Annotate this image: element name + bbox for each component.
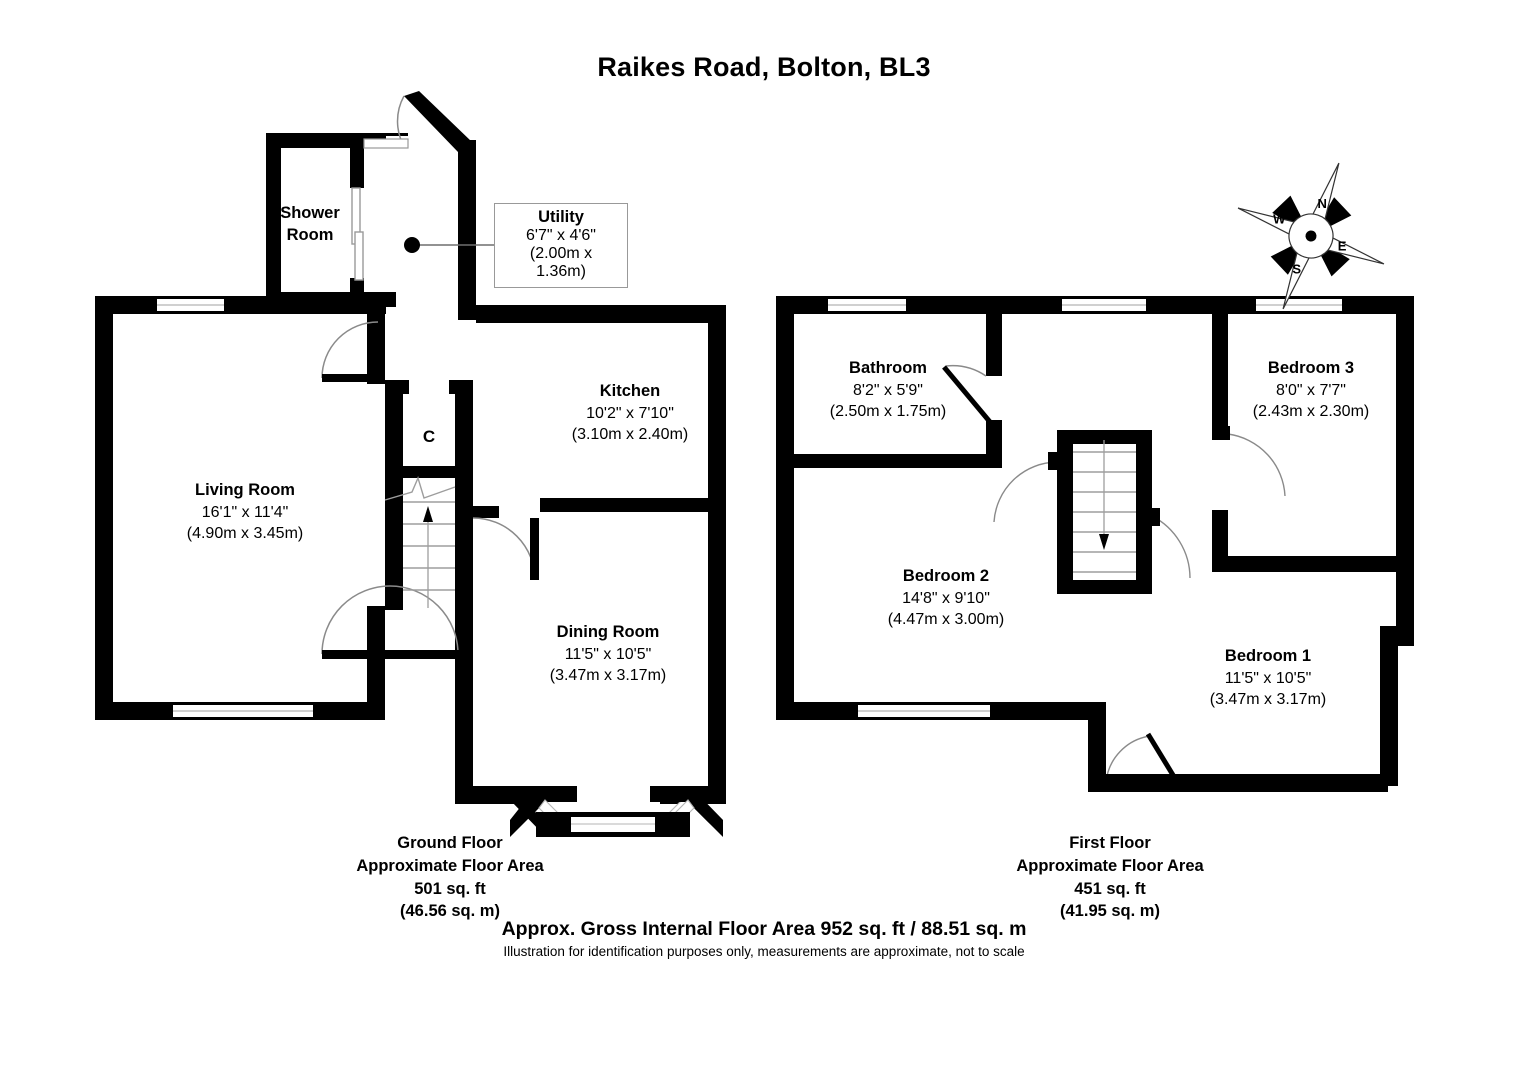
first-floor-plan [776,296,1414,792]
living-room-door-swing [321,321,380,382]
landing-door-swings [993,452,1191,579]
ground-floor-interior-walls [367,314,726,610]
bathroom-door-swing [942,364,992,424]
gross-internal-area: Approx. Gross Internal Floor Area 952 sq… [501,918,1027,940]
first-floor-outer-walls [776,296,1414,792]
ground-floor-area-summary: Ground Floor Approximate Floor Area 501 … [356,834,544,921]
compass-south: S [1292,261,1301,276]
staircase-first [1073,440,1136,573]
double-door-swing [321,585,460,659]
room-label-bedroom-2: Bedroom 2 14'8" x 9'10" (4.47m x 3.00m) [887,567,1005,628]
shower-room-sliding-door [351,187,364,281]
compass-west: W [1273,212,1286,227]
page-title: Raikes Road, Bolton, BL3 [597,52,931,82]
room-label-dining-room: Dining Room 11'5" x 10'5" (3.47m x 3.17m… [549,623,667,684]
entry-door-swing [363,95,409,149]
staircase-ground [384,475,456,608]
bedroom3-door-swing [1212,426,1286,497]
utility-label-leader [404,237,500,253]
utility-walls [386,91,476,320]
room-label-bedroom-3: Bedroom 3 8'0" x 7'7" (2.43m x 2.30m) [1252,359,1370,420]
compass-rose: N E S W [1237,162,1385,310]
compass-east: E [1338,238,1347,253]
first-floor-interior-walls [790,314,1412,594]
bedroom1-door-swing [1088,732,1179,792]
disclaimer-text: Illustration for identification purposes… [503,944,1025,959]
room-label-shower-room: Shower Room [280,204,340,244]
ground-floor-plan [95,91,726,837]
room-label-kitchen: Kitchen 10'2" x 7'10" (3.10m x 2.40m) [571,382,689,443]
hall-dining-door-swing [472,517,539,581]
room-label-bedroom-1: Bedroom 1 11'5" x 10'5" (3.47m x 3.17m) [1209,647,1327,708]
first-floor-area-summary: First Floor Approximate Floor Area 451 s… [1016,834,1204,921]
room-label-bathroom: Bathroom 8'2" x 5'9" (2.50m x 1.75m) [829,359,947,420]
room-label-living-room: Living Room 16'1" x 11'4" (4.90m x 3.45m… [186,481,304,542]
compass-north: N [1317,196,1326,211]
bay-window [510,786,723,837]
cupboard-label: C [422,427,436,446]
ground-floor-outer-walls [95,296,726,804]
room-label-utility: Utility 6'7" x 4'6" (2.00m x 1.36m) [494,203,628,288]
